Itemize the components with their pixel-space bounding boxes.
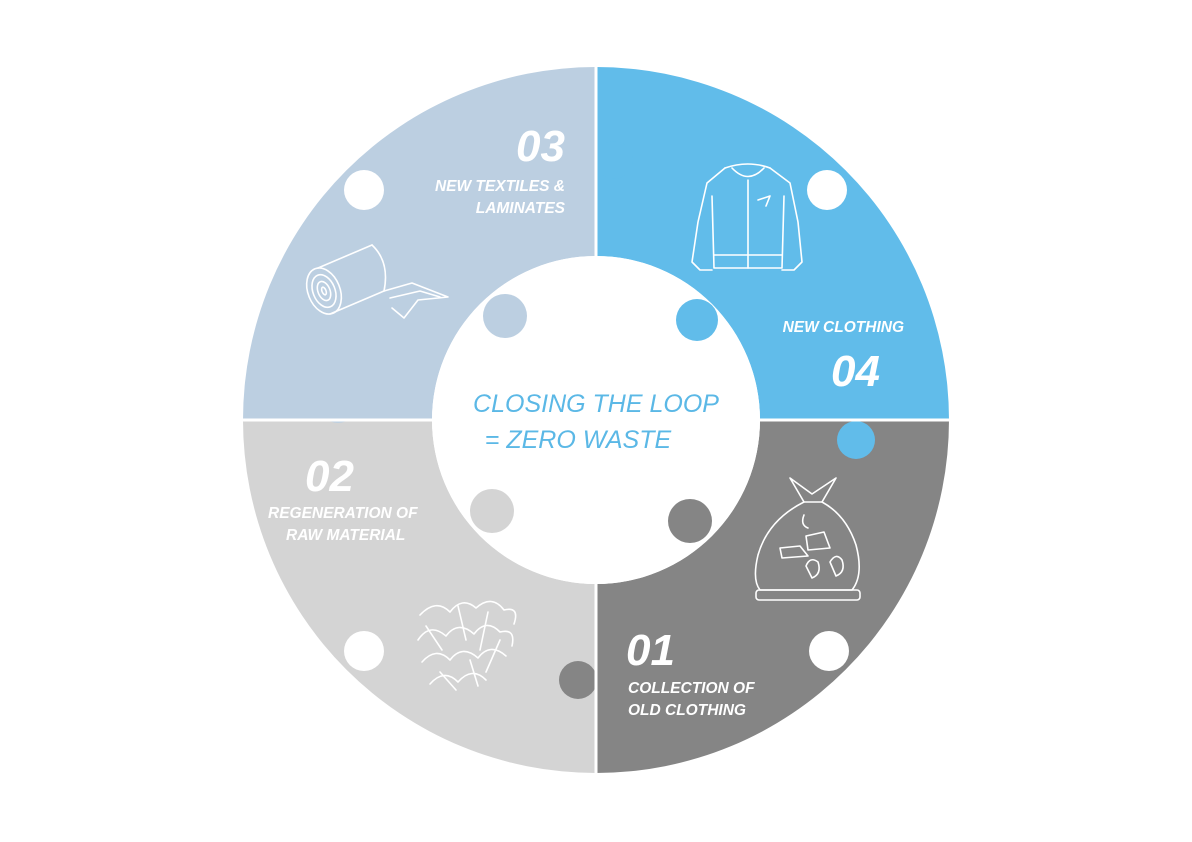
segment-04-number: 04 [831, 347, 880, 396]
segment-02-label-line1: REGENERATION OF [268, 505, 418, 522]
segment-01-shape [596, 420, 949, 773]
segment-02-shape [243, 420, 596, 773]
puzzle-notch [809, 631, 849, 671]
puzzle-tab [837, 421, 875, 459]
center-circle [432, 256, 760, 584]
inner-tab [676, 299, 718, 341]
center-title-line1: CLOSING THE LOOP [473, 390, 719, 418]
segment-01-number: 01 [626, 626, 675, 675]
segment-03-shape [243, 67, 596, 420]
center-title-line2: = ZERO WASTE [485, 426, 672, 454]
puzzle-tab [559, 661, 597, 699]
segment-02-number: 02 [305, 452, 354, 501]
segment-04-shape [596, 67, 949, 420]
segment-03-number: 03 [516, 122, 565, 171]
fabric-roll-icon [305, 244, 449, 319]
puzzle-notch [344, 631, 384, 671]
segment-02-label-line2: RAW MATERIAL [286, 527, 405, 544]
segment-03-label-line2: LAMINATES [476, 200, 566, 217]
inner-tab [668, 499, 712, 543]
fiber-icon [417, 600, 517, 691]
trash-bag-icon [754, 477, 861, 601]
segment-01-label-line2: OLD CLOTHING [628, 702, 746, 719]
puzzle-notch [807, 170, 847, 210]
inner-tab [483, 294, 527, 338]
jacket-icon [691, 163, 803, 271]
segment-01-label-line1: COLLECTION OF [628, 680, 755, 697]
puzzle-tab [319, 385, 357, 423]
segment-03-label-line1: NEW TEXTILES & [435, 178, 565, 195]
puzzle-tab [595, 141, 633, 179]
segment-04-label-line1: NEW CLOTHING [783, 319, 904, 336]
puzzle-notch [344, 170, 384, 210]
inner-tab [470, 489, 514, 533]
